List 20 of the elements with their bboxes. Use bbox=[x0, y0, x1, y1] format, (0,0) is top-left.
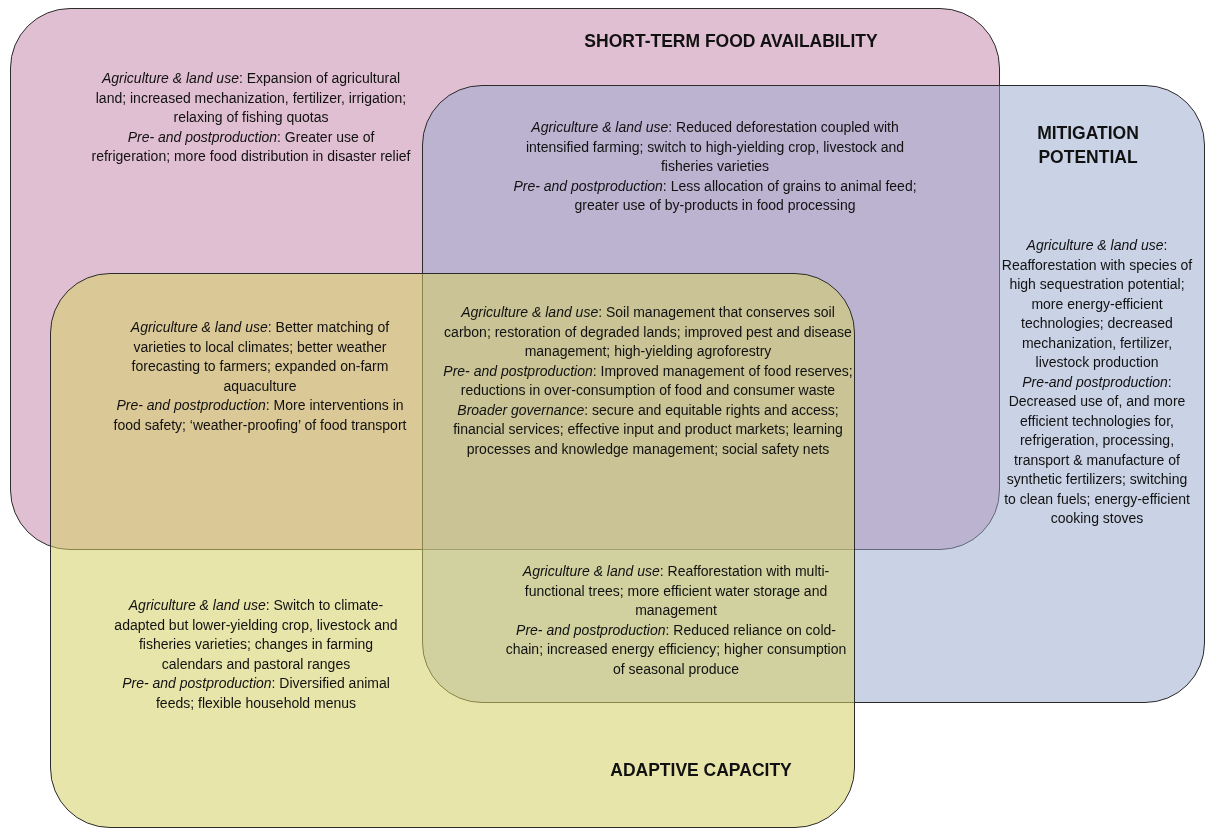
set-heading: MITIGATION POTENTIAL bbox=[1036, 122, 1140, 169]
overlap-description: Agriculture & land use: Better matching of varieties to local climates; better weather forecasting to farmers; expanded on-farm aquaculture bbox=[129, 318, 391, 396]
set-description: Pre-and postproduction: Decreased use of, and more efficient technologies for, refrigeration, processing, transport & manufacture of synthetic fertilizers; switching to clean fuels; energy-efficient cooking stoves bbox=[1003, 372, 1191, 528]
overlap-description: Pre- and postproduction: Improved management of food reserves; reductions in over-consumption of food and consumer waste bbox=[442, 361, 854, 400]
set-area bbox=[50, 273, 855, 828]
set-description: Pre- and postproduction: Greater use of refrigeration; more food distribution in disaster relief bbox=[91, 127, 411, 166]
overlap-description: Agriculture & land use: Reafforestation with multi-functional trees; more efficient water storage and management bbox=[521, 562, 831, 620]
set-description: Agriculture & land use: Expansion of agricultural land; increased mechanization, fertilizer, irrigation; relaxing of fishing quotas bbox=[94, 69, 408, 127]
overlap-description: Agriculture & land use: Reduced deforestation coupled with intensified farming; switch to high-yielding crop, livestock and fisheries varieties bbox=[524, 118, 906, 176]
set-heading: ADAPTIVE CAPACITY bbox=[609, 759, 793, 782]
set-description: Agriculture & land use: Switch to climate-adapted but lower-yielding crop, livestock and fisheries varieties; changes in farming calendars and pastoral ranges bbox=[113, 596, 399, 674]
set-description: Pre- and postproduction: Diversified animal feeds; flexible household menus bbox=[121, 674, 391, 713]
overlap-description: Pre- and postproduction: More interventions in food safety; ‘weather-proofing’ of food transport bbox=[112, 396, 408, 435]
set-area bbox=[422, 85, 1205, 703]
overlap-description: Pre- and postproduction: Less allocation of grains to animal feed; greater use of by-products in food processing bbox=[512, 176, 918, 215]
overlap-description: Broader governance: secure and equitable rights and access; financial services; effective input and product markets; learning processes and knowledge management; social safety nets bbox=[452, 400, 844, 459]
set-description: Agriculture & land use: Reafforestation with species of high sequestration potential; more energy-efficient technologies; decreased mechanization, fertilizer, livestock production bbox=[1000, 236, 1194, 372]
overlap-description: Agriculture & land use: Soil management that conserves soil carbon; restoration of degraded lands; improved pest and disease management; high-yielding agroforestry bbox=[443, 303, 853, 361]
set-heading: SHORT-TERM FOOD AVAILABILITY bbox=[583, 30, 879, 53]
overlap-description: Pre- and postproduction: Reduced reliance on cold-chain; increased energy efficiency; higher consumption of seasonal produce bbox=[504, 620, 848, 679]
